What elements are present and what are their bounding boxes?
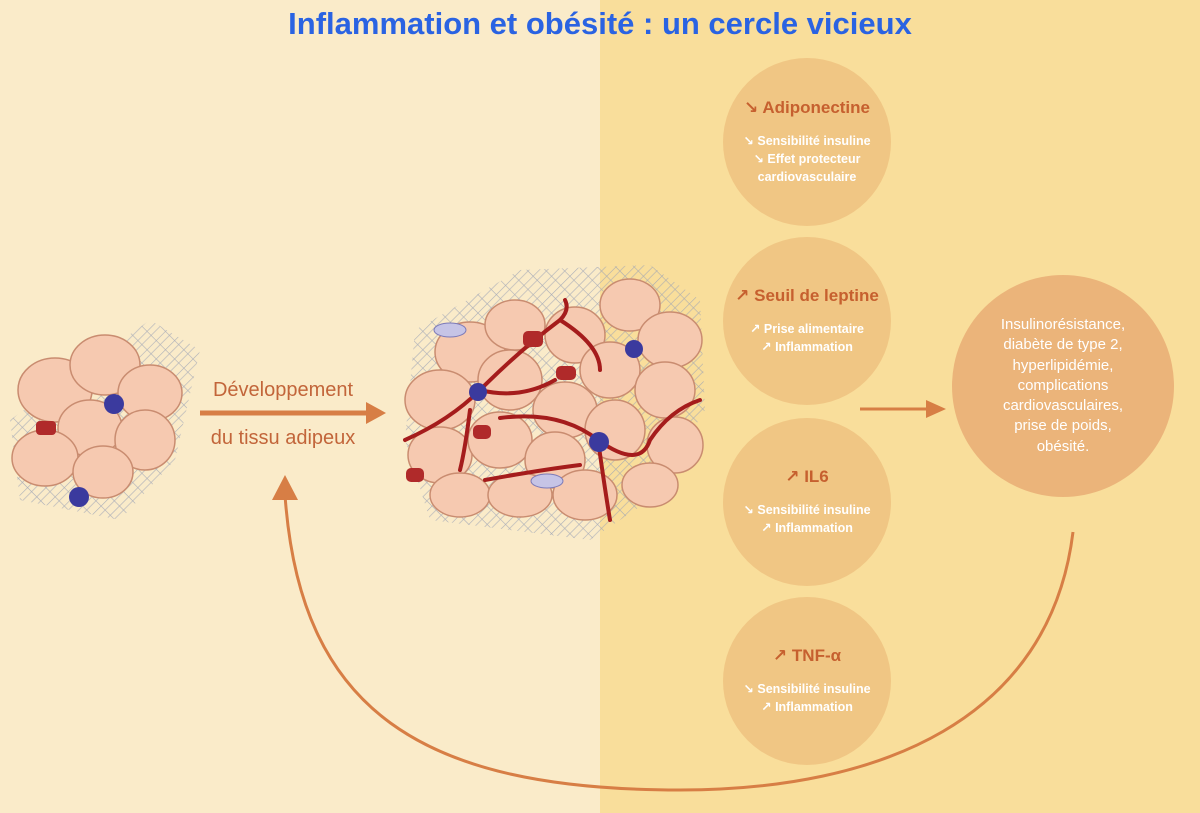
- factor-effect: ↗ Inflammation: [761, 700, 853, 714]
- feedback-loop-arrow: [272, 475, 1075, 792]
- outcome-line: diabète de type 2,: [1003, 336, 1123, 354]
- factor-name: Seuil de leptine: [754, 285, 879, 305]
- factor-effect: ↘ Sensibilité insuline: [743, 502, 871, 517]
- cell-icon: [433, 322, 467, 338]
- factor-bubble-adiponectine: ↘ Adiponectine ↘ Sensibilité insuline ↘ …: [723, 58, 891, 226]
- trend-arrow-icon: ↗: [772, 645, 788, 665]
- outcome-line: cardiovasculaires,: [1002, 397, 1124, 415]
- factor-effect: ↗ Inflammation: [761, 521, 853, 535]
- factor-title: ↘ Adiponectine: [744, 98, 870, 118]
- outcome-line: Insulinorésistance,: [1000, 316, 1126, 334]
- outcome-bubble: Insulinorésistance, diabète de type 2, h…: [952, 275, 1174, 497]
- trend-arrow-icon: ↗: [785, 466, 800, 486]
- outcome-line: hyperlipidémie,: [1012, 356, 1114, 374]
- factor-name: Adiponectine: [762, 97, 870, 117]
- cell-icon: [530, 473, 564, 489]
- development-label-line-1: Développement: [212, 379, 354, 401]
- factor-bubble-leptine: ↗ Seuil de leptine ↗ Prise alimentaire ↗…: [723, 237, 891, 405]
- development-arrow: [200, 402, 386, 424]
- factor-title: ↗ Seuil de leptine: [735, 286, 879, 306]
- macrophage-icon: [69, 487, 89, 507]
- small-adipose-tissue-illustration: [10, 320, 200, 520]
- immune-cell-icon: [556, 366, 576, 380]
- macrophage-icon: [589, 432, 609, 452]
- factor-name: TNF-α: [791, 645, 842, 665]
- outcome-line: obésité.: [1036, 437, 1090, 455]
- factor-effect: cardiovasculaire: [757, 170, 857, 185]
- immune-cell-icon: [473, 425, 491, 439]
- factor-title: ↗ TNF-α: [773, 646, 841, 666]
- factor-effect: ↘ Sensibilité insuline: [743, 133, 871, 148]
- large-adipose-tissue-illustration: [403, 265, 705, 540]
- macrophage-icon: [104, 394, 124, 414]
- factor-effect: ↘ Sensibilité insuline: [743, 681, 871, 696]
- outcome-line: prise de poids,: [1014, 417, 1112, 435]
- factors-to-outcome-arrow: [860, 400, 946, 418]
- page-title: Inflammation et obésité : un cercle vici…: [288, 6, 912, 41]
- factor-effect: ↗ Prise alimentaire: [749, 321, 864, 336]
- immune-cell-icon: [406, 468, 424, 482]
- macrophage-icon: [625, 340, 643, 358]
- factor-title: ↗ IL6: [785, 467, 829, 487]
- outcome-line: complications: [1017, 376, 1109, 394]
- trend-arrow-icon: ↗: [735, 285, 750, 305]
- immune-cell-icon: [36, 421, 56, 435]
- development-label-line-2: du tissu adipeux: [210, 427, 356, 449]
- factor-bubble-tnf-alpha: ↗ TNF-α ↘ Sensibilité insuline ↗ Inflamm…: [723, 597, 891, 765]
- factor-effect: ↗ Inflammation: [761, 340, 853, 354]
- immune-cell-icon: [523, 331, 543, 347]
- factor-name: IL6: [804, 466, 829, 486]
- factor-bubble-il6: ↗ IL6 ↘ Sensibilité insuline ↗ Inflammat…: [723, 418, 891, 586]
- macrophage-icon: [469, 383, 487, 401]
- factor-effect: ↘ Effet protecteur: [753, 151, 861, 166]
- trend-arrow-icon: ↘: [743, 97, 759, 117]
